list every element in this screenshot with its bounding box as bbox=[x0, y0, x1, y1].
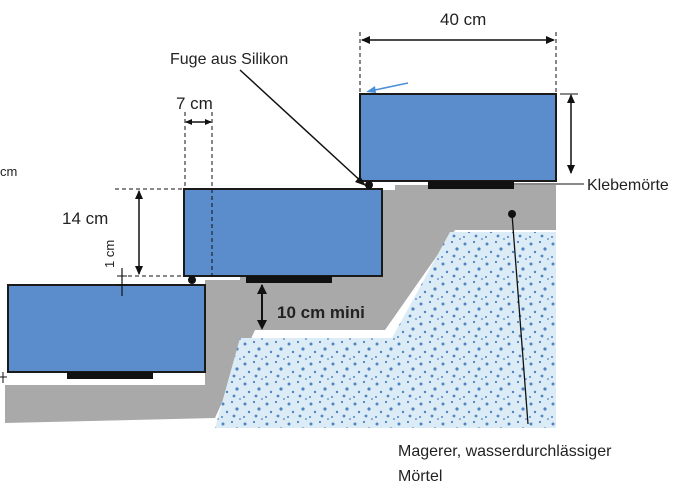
dim-upper-height-arrow-bottom bbox=[567, 165, 575, 174]
joint-leader-line bbox=[239, 69, 365, 185]
adhesive-label: Klebemörte bbox=[587, 177, 669, 194]
adhesive-pad-middle bbox=[246, 276, 332, 283]
mortar-label-line1: Magerer, wasserdurchlässiger bbox=[398, 443, 612, 460]
dim-14-label: 14 cm bbox=[62, 209, 108, 228]
dim-7-label: 7 cm bbox=[176, 94, 213, 113]
silicone-joint-upper bbox=[365, 181, 373, 189]
dim-1-label: 1 cm bbox=[102, 240, 117, 268]
stone-block-lower bbox=[7, 284, 206, 373]
dim-40-arrow-left bbox=[361, 36, 370, 44]
mortar-leader-line bbox=[511, 213, 529, 425]
dim-40-label: 40 cm bbox=[440, 10, 486, 29]
dim-10-label: 10 cm mini bbox=[277, 303, 365, 322]
adhesive-pad-upper bbox=[428, 181, 514, 189]
dim-40-arrow-right bbox=[546, 36, 555, 44]
blue-arrow-icon bbox=[369, 82, 409, 92]
dim-10-arrow-bottom bbox=[257, 320, 267, 330]
joint-label: Fuge aus Silikon bbox=[170, 51, 288, 68]
stone-block-middle bbox=[183, 188, 383, 277]
mortar-label-line2: Mörtel bbox=[398, 468, 442, 485]
joint-leader-arrow-icon bbox=[355, 176, 366, 186]
dim-7-arrow-left bbox=[185, 119, 192, 125]
blue-arrowhead-icon bbox=[366, 86, 376, 93]
concrete-base bbox=[5, 185, 556, 423]
dim-10-arrow-top bbox=[257, 284, 267, 294]
cut-cm-label: cm bbox=[0, 164, 17, 179]
dim-14-arrow-bottom bbox=[135, 266, 143, 275]
stone-block-upper bbox=[359, 93, 557, 182]
dim-14-arrow-top bbox=[135, 190, 143, 199]
porous-mortar-area bbox=[215, 232, 556, 428]
silicone-joint-middle bbox=[188, 276, 196, 284]
dim-upper-height-arrow-top bbox=[567, 94, 575, 103]
adhesive-pad-lower bbox=[67, 372, 153, 379]
dim-7-arrow-right bbox=[205, 119, 212, 125]
